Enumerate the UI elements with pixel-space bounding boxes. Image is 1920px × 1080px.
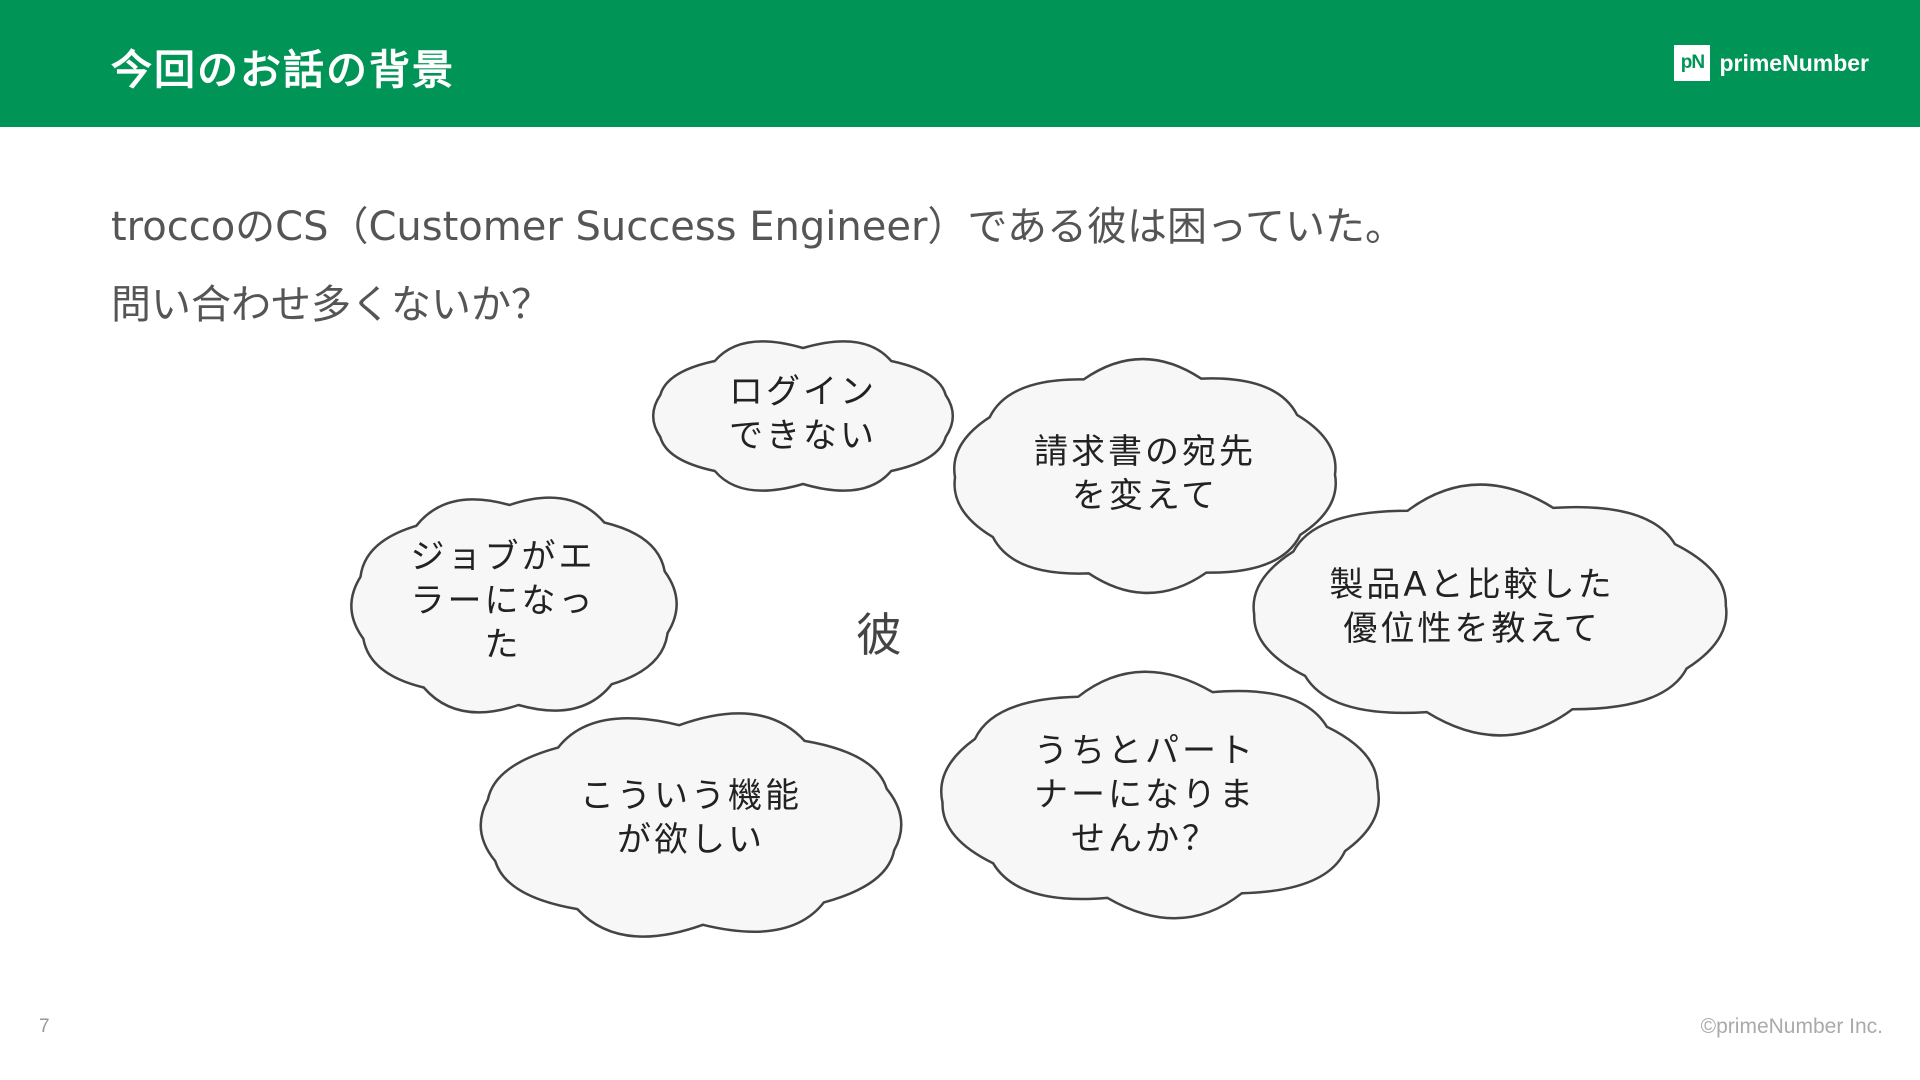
copyright: ©primeNumber Inc.: [1700, 1015, 1883, 1038]
cloud-job-error: [350, 496, 678, 714]
cloud-text-login: ログインできない: [729, 372, 877, 456]
intro-line: troccoのCS（Customer Success Engineer）である彼…: [111, 204, 1405, 250]
question-line: 問い合わせ多くないか？: [111, 282, 551, 328]
header-bar: 今回のお話の背景 pN primeNumber: [0, 0, 1920, 127]
cloud-text-invoice: 請求書の宛先を変えて: [1034, 432, 1256, 516]
cloud-comparison: [1252, 483, 1728, 737]
brand-mark-icon: pN: [1674, 45, 1711, 81]
cloud-login: [651, 340, 955, 492]
cloud-text-comparison: 製品Aと比較した優位性を教えて: [1329, 565, 1615, 649]
center-label: 彼: [856, 608, 902, 662]
cloud-partnership: [940, 670, 1380, 920]
cloud-invoice: [953, 357, 1337, 595]
cloud-text-feature-request: こういう機能が欲しい: [580, 776, 802, 860]
cloud-text-partnership: うちとパートナーになりませんか？: [1034, 731, 1256, 859]
brand-logo: pN primeNumber: [1674, 45, 1869, 81]
brand-name: primeNumber: [1719, 49, 1869, 76]
slide-title: 今回のお話の背景: [111, 46, 455, 94]
page-number: 7: [39, 1016, 50, 1037]
cloud-feature-request: [479, 712, 903, 938]
cloud-text-job-error: ジョブがエラーになった: [410, 537, 596, 665]
